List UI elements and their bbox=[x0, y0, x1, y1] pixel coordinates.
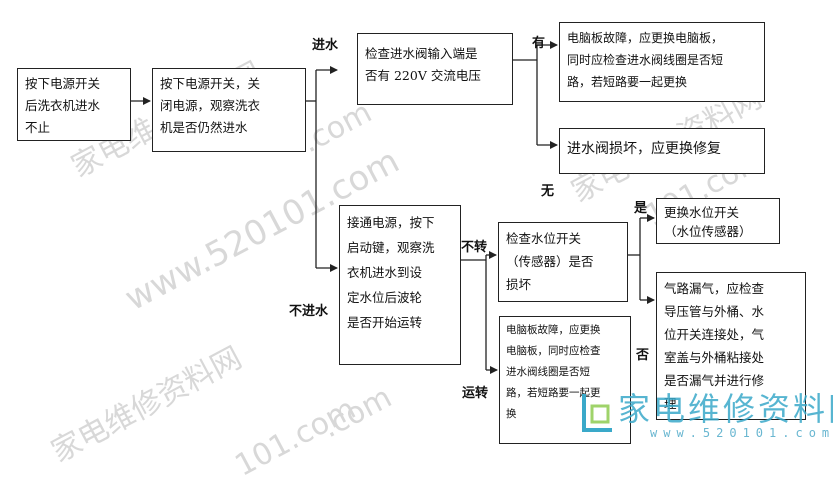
label-shi: 是 bbox=[634, 201, 648, 216]
node-board-fault-2: 电脑板故障，应更换 电脑板，同时应检查 进水阀线圈是否短 路，若短路要一起更 换 bbox=[499, 316, 631, 444]
logo-url: www.520101.com bbox=[650, 426, 833, 440]
site-logo: 家电维修资料网 www.520101.com bbox=[580, 384, 833, 456]
node-start: 按下电源开关 后洗衣机进水 不止 bbox=[17, 68, 131, 141]
node-check-220v: 检查进水阀输入端是 否有 220V 交流电压 bbox=[357, 33, 513, 105]
label-jinshui: 进水 bbox=[312, 38, 339, 53]
label-bujinshui: 不进水 bbox=[289, 304, 329, 319]
node-valve-damaged: 进水阀损坏，应更换修复 bbox=[559, 128, 765, 174]
label-buzhuan: 不转 bbox=[461, 240, 488, 255]
node-board-fault-1: 电脑板故障，应更换电脑板， 同时应检查进水阀线圈是否短 路，若短路要一起更换 bbox=[559, 22, 765, 102]
node-air-leak: 气路漏气，应检查 导压管与外桶、水 位开关连接处，气 室盖与外桶粘接处 是否漏气… bbox=[656, 272, 806, 420]
label-you: 有 bbox=[532, 36, 546, 51]
node-replace-level-switch: 更换水位开关 （水位传感器） bbox=[656, 198, 780, 244]
label-wu: 无 bbox=[541, 184, 555, 199]
label-fou: 否 bbox=[636, 348, 650, 363]
node-power-off-check: 按下电源开关，关 闭电源，观察洗衣 机是否仍然进水 bbox=[152, 68, 306, 152]
logo-text: 家电维修资料网 bbox=[618, 390, 833, 428]
flowchart-connectors bbox=[131, 41, 655, 374]
node-check-level-switch: 检查水位开关 （传感器）是否 损坏 bbox=[498, 222, 628, 302]
node-start-check-motor: 接通电源，按下 启动键，观察洗 衣机进水到设 定水位后波轮 是否开始运转 bbox=[339, 205, 461, 365]
label-yunzhuan: 运转 bbox=[462, 386, 489, 401]
logo-house-icon bbox=[582, 394, 612, 432]
